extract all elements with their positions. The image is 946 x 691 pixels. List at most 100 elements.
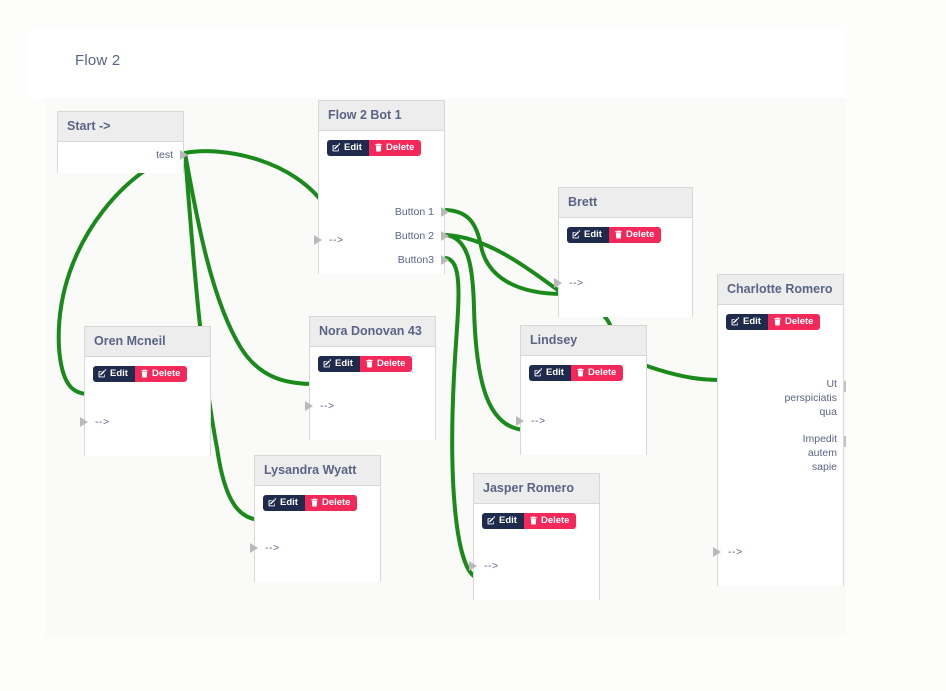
trash-icon [615, 230, 622, 239]
edit-button-jasper[interactable]: Edit [482, 513, 524, 529]
edit-button-label: Edit [110, 368, 128, 379]
node-title-charlotte: Charlotte Romero [718, 275, 843, 305]
node-body-flow2bot1: Edit Delete --> Button 1 Button 2 Button3 [314, 131, 449, 274]
delete-button-label: Delete [376, 358, 406, 369]
node-body-nora: Edit Delete --> [305, 347, 435, 440]
output-port-flow2bot1-0[interactable]: Button 1 [394, 205, 449, 219]
edit-button-label: Edit [335, 358, 353, 369]
output-port-label: Ut perspiciatis qua [784, 378, 837, 418]
node-body-lindsey: Edit Delete --> [516, 356, 646, 455]
port-marker-icon [441, 231, 449, 241]
node-body-jasper: Edit Delete --> [469, 504, 599, 600]
input-port-charlotte-0[interactable]: --> [713, 545, 743, 559]
delete-button-jasper[interactable]: Delete [523, 513, 577, 529]
delete-button-brett[interactable]: Delete [608, 227, 662, 243]
edge-4 [444, 208, 565, 296]
input-port-jasper-0[interactable]: --> [469, 559, 499, 573]
input-port-label: --> [484, 560, 499, 572]
node-actions-charlotte: Edit Delete [726, 314, 821, 330]
node-start[interactable]: Start -> test [57, 111, 188, 173]
pencil-square-icon [323, 359, 332, 368]
output-port-label: Button 2 [394, 230, 434, 242]
edit-button-brett[interactable]: Edit [567, 227, 609, 243]
output-port-label: Button 1 [394, 206, 434, 218]
input-port-lysandra-0[interactable]: --> [250, 541, 280, 555]
port-marker-icon [250, 543, 258, 553]
delete-button-flow2bot1[interactable]: Delete [368, 140, 422, 156]
delete-button-label: Delete [540, 515, 570, 526]
edit-button-lysandra[interactable]: Edit [263, 495, 305, 511]
node-actions-nora: Edit Delete [318, 356, 413, 372]
node-nora[interactable]: Nora Donovan 43 Edit Delete --> [305, 316, 436, 440]
trash-icon [366, 359, 373, 368]
delete-button-oren[interactable]: Delete [134, 366, 188, 382]
output-port-flow2bot1-2[interactable]: Button3 [398, 253, 449, 267]
edge-6 [444, 233, 527, 432]
input-port-label: --> [569, 277, 584, 289]
port-marker-icon [516, 416, 524, 426]
edit-button-label: Edit [499, 515, 517, 526]
trash-icon [375, 143, 382, 152]
delete-button-label: Delete [385, 142, 415, 153]
node-actions-oren: Edit Delete [93, 366, 188, 382]
output-port-label: test [156, 149, 173, 161]
edit-button-flow2bot1[interactable]: Edit [327, 140, 369, 156]
port-marker-icon [469, 561, 477, 571]
pencil-square-icon [534, 368, 543, 377]
edit-button-oren[interactable]: Edit [93, 366, 135, 382]
delete-button-nora[interactable]: Delete [359, 356, 413, 372]
output-port-flow2bot1-1[interactable]: Button 2 [394, 229, 449, 243]
input-port-brett-0[interactable]: --> [554, 276, 584, 290]
edit-button-charlotte[interactable]: Edit [726, 314, 768, 330]
edge-0 [183, 149, 330, 212]
trash-icon [774, 317, 781, 326]
port-marker-icon [314, 235, 322, 245]
input-port-label: --> [265, 542, 280, 554]
edit-button-lindsey[interactable]: Edit [529, 365, 571, 381]
pencil-square-icon [332, 143, 341, 152]
port-marker-icon [713, 547, 721, 557]
input-port-lindsey-0[interactable]: --> [516, 414, 546, 428]
output-port-charlotte-0[interactable]: Ut perspiciatis qua [784, 377, 846, 419]
output-port-start-0[interactable]: test [156, 148, 188, 162]
node-title-nora: Nora Donovan 43 [310, 317, 435, 347]
delete-button-lindsey[interactable]: Delete [570, 365, 624, 381]
port-marker-icon [180, 150, 188, 160]
input-port-flow2bot1-0[interactable]: --> [314, 233, 344, 247]
edit-button-label: Edit [344, 142, 362, 153]
delete-button-lysandra[interactable]: Delete [304, 495, 358, 511]
input-port-nora-0[interactable]: --> [305, 399, 335, 413]
node-actions-jasper: Edit Delete [482, 513, 577, 529]
port-marker-icon [554, 278, 562, 288]
output-port-charlotte-1[interactable]: Impedit autem sapie [803, 432, 846, 474]
pencil-square-icon [572, 230, 581, 239]
node-actions-flow2bot1: Edit Delete [327, 140, 422, 156]
edit-button-nora[interactable]: Edit [318, 356, 360, 372]
port-marker-icon [844, 436, 846, 447]
node-title-oren: Oren Mcneil [85, 327, 210, 357]
delete-button-charlotte[interactable]: Delete [767, 314, 821, 330]
delete-button-label: Delete [587, 367, 617, 378]
node-title-start: Start -> [58, 112, 183, 142]
input-port-label: --> [320, 400, 335, 412]
delete-button-label: Delete [784, 316, 814, 327]
node-actions-lindsey: Edit Delete [529, 365, 624, 381]
node-body-start: test [58, 142, 188, 173]
port-marker-icon [80, 417, 88, 427]
node-body-oren: Edit Delete --> [80, 357, 210, 456]
input-port-label: --> [531, 415, 546, 427]
input-port-oren-0[interactable]: --> [80, 415, 110, 429]
